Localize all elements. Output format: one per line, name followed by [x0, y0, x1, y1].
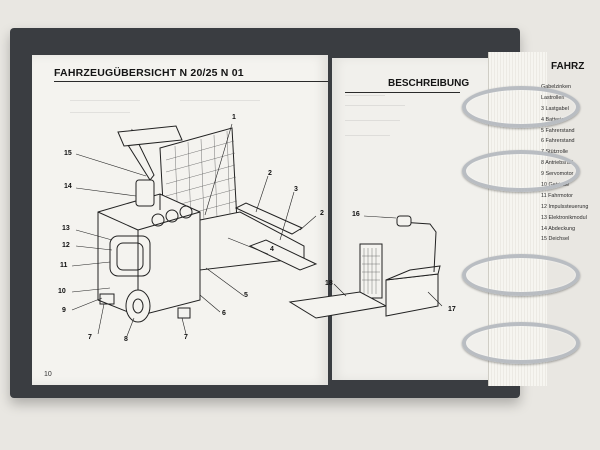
list-item: 11 Fahrmotor [541, 192, 573, 199]
callout-3: 3 [294, 186, 298, 193]
binder-ring [462, 322, 580, 364]
list-item: 5 Fahrerstand [541, 127, 575, 134]
callout-5: 5 [244, 292, 248, 299]
callout-2b: 2 [320, 210, 324, 217]
callout-11: 11 [60, 262, 68, 269]
section-title: BESCHREIBUNG [388, 78, 470, 89]
callout-7: 7 [184, 334, 188, 341]
list-item: Gabelzinken [541, 84, 571, 90]
list-item: 13 Elektronikmodul [541, 214, 587, 221]
bleed-line [70, 112, 130, 113]
bleed-line [345, 120, 400, 121]
callout-13: 13 [62, 225, 70, 232]
callout-6: 6 [222, 310, 226, 317]
callout-4: 4 [270, 246, 274, 253]
callout-12: 12 [62, 242, 70, 249]
callout-8: 8 [124, 336, 128, 343]
bleed-line [345, 105, 405, 106]
tiller-head [117, 125, 183, 147]
page-number: 10 [44, 371, 52, 378]
title-rule [54, 81, 328, 82]
callout-16: 16 [352, 211, 360, 218]
bleed-line [70, 100, 140, 101]
callout-7b: 7 [88, 334, 92, 341]
list-item: 14 Abdeckung [541, 225, 576, 232]
callout-1: 1 [232, 114, 236, 121]
callout-18: 18 [325, 280, 333, 287]
callout-2: 2 [268, 170, 272, 177]
bleed-line [345, 135, 390, 136]
binder-ring [462, 86, 580, 128]
list-item: 15 Deichsel [541, 236, 570, 243]
callout-10: 10 [58, 288, 66, 295]
callout-14: 14 [64, 183, 72, 190]
truck-body [97, 193, 201, 317]
next-page-title: FAHRZ [551, 61, 585, 72]
callout-9: 9 [62, 307, 66, 314]
binder-ring [462, 254, 580, 296]
binder-ring [462, 150, 580, 192]
list-item: 12 Impulssteuerung [541, 203, 589, 210]
list-item: 6 Fahrerstand [541, 138, 575, 145]
callout-15: 15 [64, 150, 72, 157]
list-item: 7 Stützrolle [541, 149, 568, 156]
callout-17: 17 [448, 306, 456, 313]
bleed-line [180, 100, 260, 101]
bleed-line [345, 95, 385, 96]
page-title: FAHRZEUGÜBERSICHT N 20/25 N 01 [54, 67, 244, 79]
section-rule [345, 92, 460, 93]
